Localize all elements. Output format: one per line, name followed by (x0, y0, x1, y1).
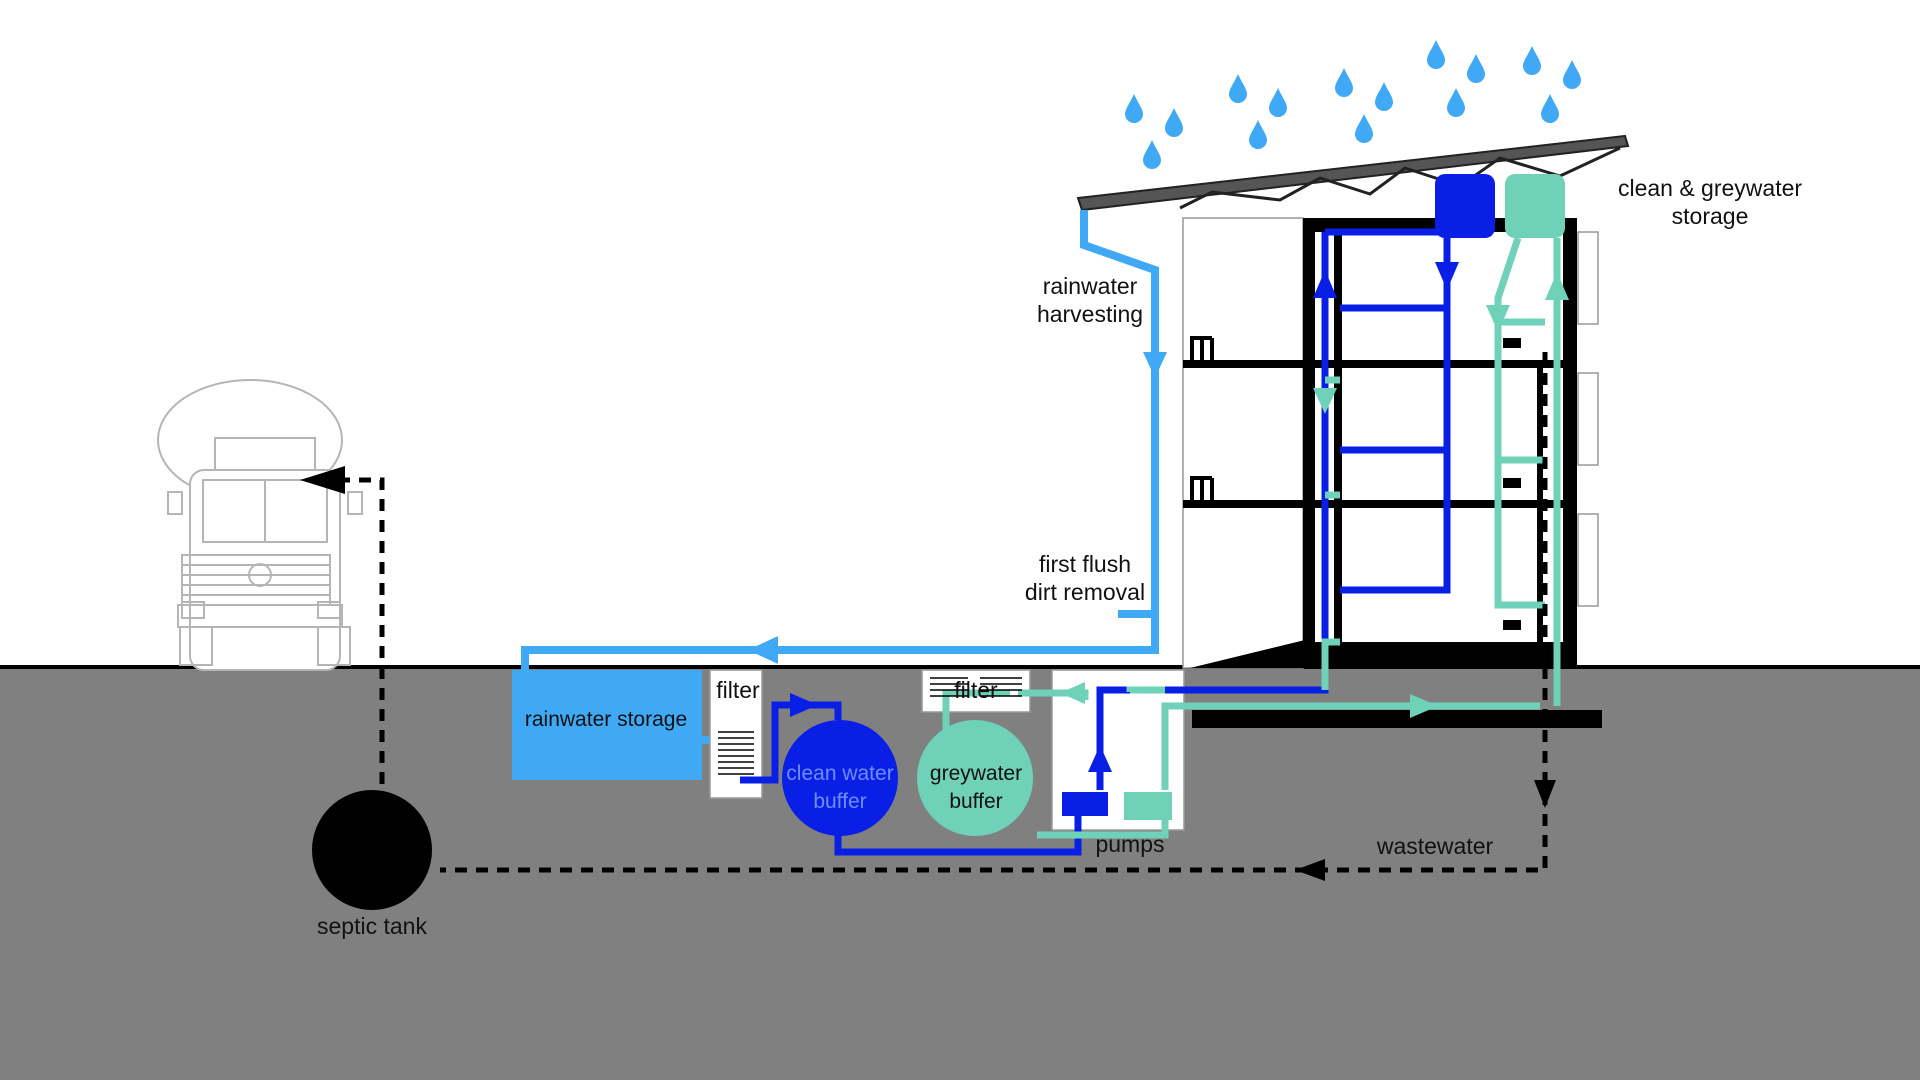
stair (1190, 640, 1305, 668)
greywater-roof-tank (1505, 174, 1565, 238)
label-clean-water-buffer: clean water (786, 762, 893, 785)
wastewater-pipes (330, 352, 1548, 873)
arrow-clean-down (1435, 262, 1459, 290)
railings (1190, 336, 1214, 500)
septic-tank (312, 790, 432, 910)
arrow-grey-up (1545, 272, 1569, 300)
label-filter-right: filter (954, 677, 998, 703)
right-facade (1577, 231, 1599, 325)
floor-2 (1183, 500, 1563, 508)
svg-text:buffer: buffer (949, 790, 1002, 813)
wall-right (1563, 232, 1577, 668)
clean-water-roof-tank (1435, 174, 1495, 238)
arrow-grey-down-1 (1486, 305, 1510, 332)
ground-slab (1303, 642, 1577, 668)
left-wing (1182, 217, 1304, 669)
label-filter-left: filter (716, 677, 760, 703)
labels: rainwater harvesting first flush dirt re… (317, 175, 1802, 939)
arrow-grey-down-2 (1313, 388, 1337, 414)
arrow-waste-truck (300, 466, 345, 494)
arrow-rain-down (1143, 352, 1167, 378)
label-greywater-buffer: greywater (930, 762, 1022, 785)
arrow-clean-right (790, 693, 818, 717)
basement-slab (1192, 710, 1602, 728)
clean-water-pipes (740, 228, 1451, 856)
svg-text:dirt removal: dirt removal (1025, 579, 1145, 605)
svg-text:harvesting: harvesting (1037, 301, 1143, 327)
roof-truss (1179, 146, 1621, 210)
label-wastewater: wastewater (1376, 833, 1494, 859)
fixtures (1503, 338, 1521, 630)
label-rainwater-storage: rainwater storage (525, 708, 687, 731)
arrow-waste-down (1534, 780, 1556, 808)
arrow-rain-left (748, 636, 778, 664)
pump-grey (1124, 792, 1172, 820)
label-rainwater-harvesting: rainwater (1043, 273, 1138, 299)
svg-text:storage: storage (1672, 203, 1749, 229)
label-clean-greywater-storage: clean & greywater (1618, 175, 1802, 201)
arrow-waste-left (1295, 859, 1325, 881)
label-septic-tank: septic tank (317, 913, 427, 939)
building (1076, 134, 1630, 728)
label-first-flush: first flush (1039, 551, 1131, 577)
greywater-buffer (917, 720, 1033, 836)
truck (157, 379, 363, 671)
clean-water-buffer (782, 720, 898, 836)
svg-text:buffer: buffer (813, 790, 866, 813)
arrow-clean-up-riser (1313, 270, 1337, 298)
label-pumps: pumps (1095, 831, 1164, 857)
arrow-grey-left (1060, 682, 1085, 704)
rainwater-storage-tank (512, 670, 702, 780)
wall-left (1303, 218, 1315, 668)
arrow-clean-up-pump (1088, 745, 1112, 772)
greywater-pipes (942, 236, 1561, 839)
pump-clean (1062, 792, 1108, 816)
arrow-grey-right (1410, 694, 1438, 718)
floor-1 (1183, 360, 1563, 368)
